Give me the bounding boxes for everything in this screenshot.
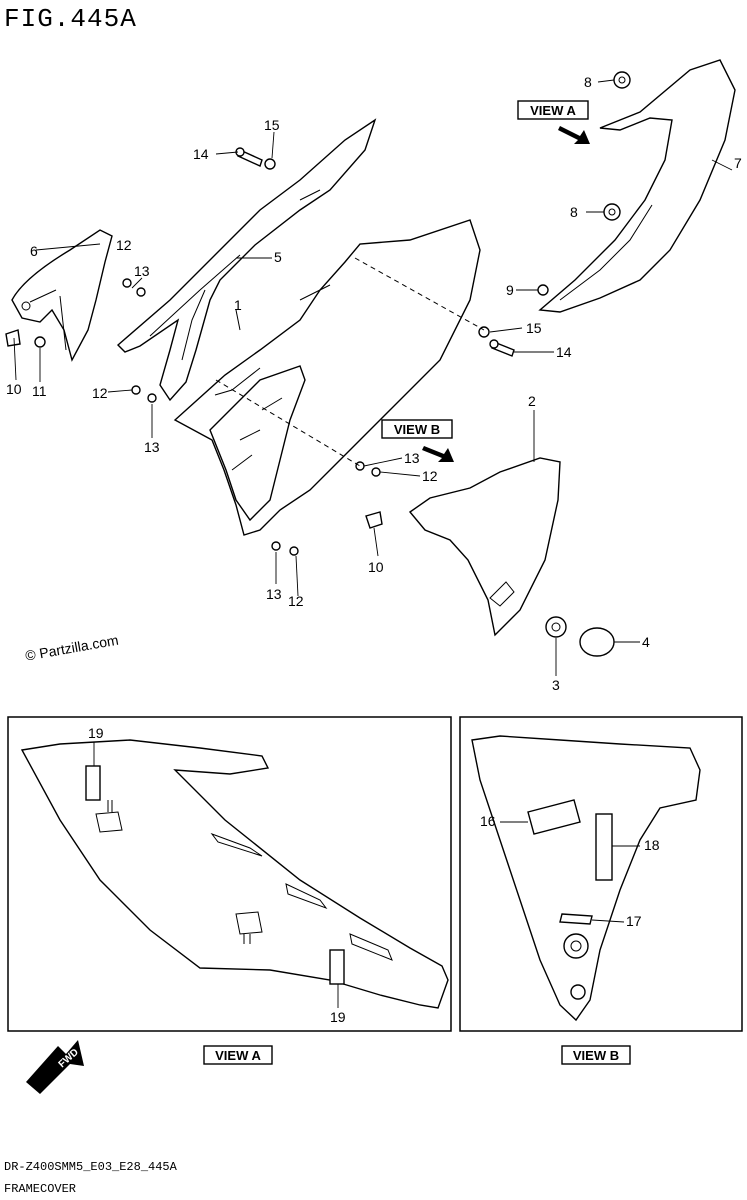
svg-text:VIEW A: VIEW A [530, 103, 576, 118]
label-19-lower[interactable] [329, 949, 345, 985]
callout-11: 11 [32, 383, 47, 399]
svg-text:VIEW B: VIEW B [394, 422, 440, 437]
figure-title: FIG.445A [4, 4, 137, 34]
part-8-grommet-mid[interactable] [603, 203, 621, 221]
part-2-side-cover[interactable] [408, 457, 561, 637]
callout-13c: 13 [404, 450, 420, 466]
label-19-upper[interactable] [85, 765, 101, 801]
view-b-inset [459, 716, 743, 1032]
callout-13b: 13 [144, 439, 160, 455]
part-12-screw-b[interactable] [131, 385, 141, 395]
callout-6: 6 [30, 243, 38, 259]
callout-12d: 12 [288, 593, 304, 609]
view-a-inset [7, 716, 452, 1032]
callout-12b: 12 [92, 385, 108, 401]
callout-2: 2 [528, 393, 536, 409]
view-a-tag-top: VIEW A [517, 100, 590, 144]
part-10-grommet-left[interactable] [5, 329, 21, 347]
view-b-caption: VIEW B [561, 1045, 631, 1065]
part-4-cap[interactable] [579, 627, 615, 657]
part-13-washer-b[interactable] [147, 393, 157, 403]
callout-9: 9 [506, 282, 514, 298]
part-12-screw-a[interactable] [122, 278, 132, 288]
part-10-grommet-center[interactable] [365, 511, 383, 529]
label-16[interactable] [527, 799, 581, 835]
callout-5: 5 [274, 249, 282, 265]
callout-3: 3 [552, 677, 560, 693]
assembly-line-1 [354, 257, 485, 331]
inner-bracket [209, 365, 306, 522]
part-15-washer-top[interactable] [264, 158, 276, 170]
part-3-grommet[interactable] [545, 616, 567, 638]
callout-13a: 13 [134, 263, 150, 279]
callout-17: 17 [626, 913, 642, 929]
fwd-arrow-icon: FWD [26, 1040, 84, 1094]
view-b-tag-top: VIEW B [381, 419, 454, 462]
label-17[interactable] [559, 913, 593, 925]
callout-19a: 19 [88, 725, 104, 741]
callout-4: 4 [642, 634, 650, 650]
part-14-bolt-top[interactable] [235, 147, 263, 167]
callout-8b: 8 [570, 204, 578, 220]
callout-15b: 15 [526, 320, 542, 336]
callout-7: 7 [734, 155, 742, 171]
part-5-frame-cover[interactable] [116, 118, 377, 402]
figure-caption: FRAMECOVER [4, 1182, 77, 1196]
callout-18: 18 [644, 837, 660, 853]
part-6-left-cover[interactable] [11, 229, 113, 362]
svg-text:VIEW B: VIEW B [573, 1048, 619, 1063]
part-8-grommet-top[interactable] [613, 71, 631, 89]
callout-19b: 19 [330, 1009, 346, 1025]
part-15-washer-right[interactable] [478, 326, 490, 338]
callout-14a: 14 [193, 146, 209, 162]
part-13-washer-c[interactable] [355, 461, 365, 471]
callout-15a: 15 [264, 117, 280, 133]
callout-16: 16 [480, 813, 496, 829]
assembly-line-2 [215, 379, 361, 467]
part-12-screw-d[interactable] [289, 546, 299, 556]
part-12-screw-c[interactable] [371, 467, 381, 477]
leader-lines [13, 79, 733, 676]
part-13-washer-a[interactable] [136, 287, 146, 297]
figure-code: DR-Z400SMM5_E03_E28_445A [4, 1160, 177, 1174]
callout-13d: 13 [266, 586, 282, 602]
callout-8a: 8 [584, 74, 592, 90]
part-13-washer-d[interactable] [271, 541, 281, 551]
callout-14b: 14 [556, 344, 572, 360]
part-14-bolt-right[interactable] [489, 339, 515, 357]
part-7-rear-cover[interactable] [538, 59, 736, 313]
callout-10a: 10 [6, 381, 22, 397]
view-a-caption: VIEW A [203, 1045, 273, 1065]
callout-1: 1 [234, 297, 242, 313]
callout-10b: 10 [368, 559, 384, 575]
part-9-screw[interactable] [537, 284, 549, 296]
label-18[interactable] [595, 813, 613, 881]
svg-text:VIEW A: VIEW A [215, 1048, 261, 1063]
part-11-nut[interactable] [34, 336, 46, 348]
callout-12a: 12 [116, 237, 132, 253]
callout-12c: 12 [422, 468, 438, 484]
